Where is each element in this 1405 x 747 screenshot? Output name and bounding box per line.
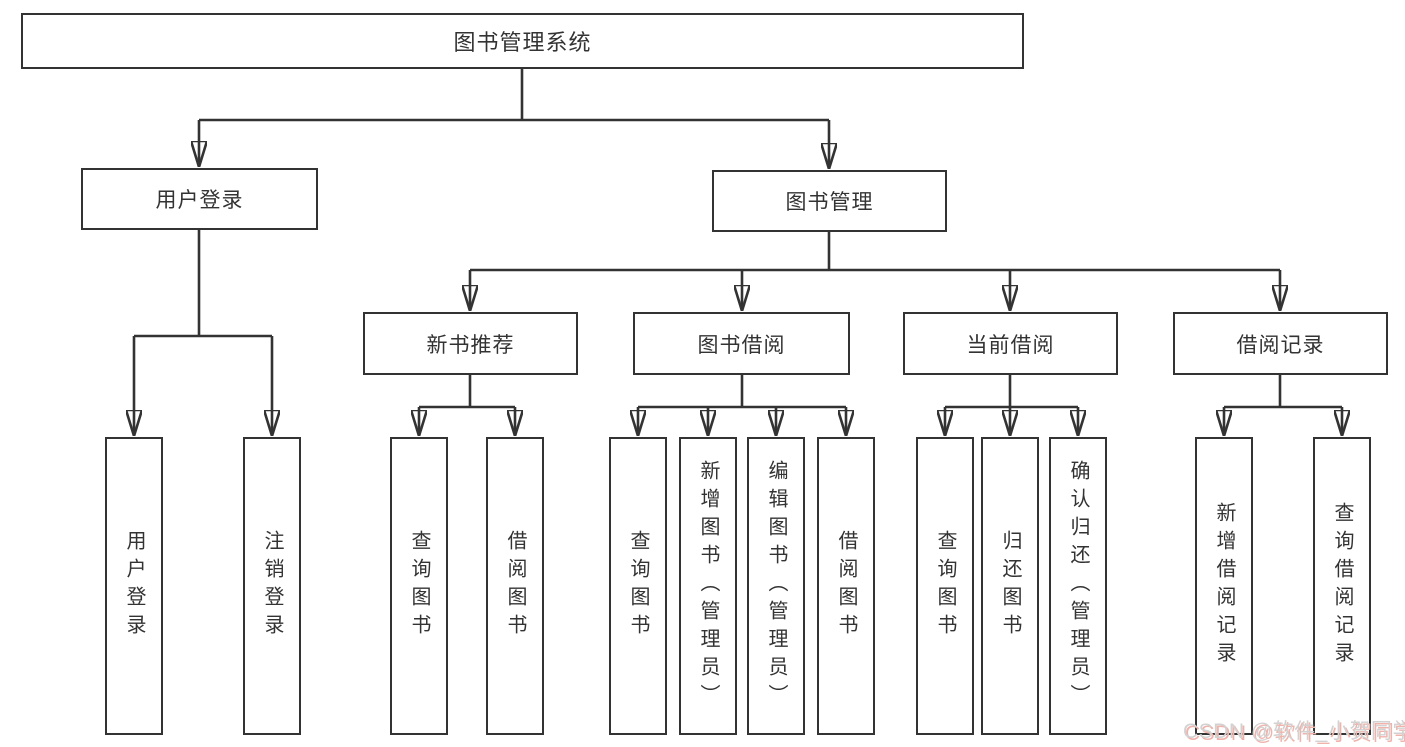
leaf-borrow-books: 借阅图书 bbox=[817, 437, 875, 735]
node-book-management: 图书管理 bbox=[712, 170, 947, 232]
node-label: 用户登录 bbox=[155, 189, 244, 212]
node-label: 借阅图书 bbox=[835, 530, 857, 642]
node-label: 查询图书 bbox=[408, 530, 430, 642]
node-label: 确认归还（管理员） bbox=[1067, 460, 1089, 712]
node-new-book-recommend: 新书推荐 bbox=[363, 312, 578, 375]
node-book-borrow: 图书借阅 bbox=[633, 312, 850, 375]
node-label: 查询借阅记录 bbox=[1331, 502, 1353, 670]
leaf-add-borrow-record: 新增借阅记录 bbox=[1195, 437, 1253, 735]
leaf-return-books: 归还图书 bbox=[981, 437, 1039, 735]
node-library-management-system: 图书管理系统 bbox=[21, 13, 1024, 69]
node-label: 新增图书（管理员） bbox=[697, 460, 719, 712]
leaf-logout: 注销登录 bbox=[243, 437, 301, 735]
leaf-query-books-recommend: 查询图书 bbox=[390, 437, 448, 735]
node-user-login: 用户登录 bbox=[81, 168, 318, 230]
leaf-borrow-books-recommend: 借阅图书 bbox=[486, 437, 544, 735]
node-label: 查询图书 bbox=[627, 530, 649, 642]
node-label: 图书管理 bbox=[785, 191, 874, 214]
node-label: 归还图书 bbox=[999, 530, 1021, 642]
node-label: 新书推荐 bbox=[426, 333, 515, 357]
node-current-borrow: 当前借阅 bbox=[903, 312, 1118, 375]
node-label: 查询图书 bbox=[934, 530, 956, 642]
node-label: 借阅图书 bbox=[504, 530, 526, 642]
node-label: 新增借阅记录 bbox=[1213, 502, 1235, 670]
leaf-user-login: 用户登录 bbox=[105, 437, 163, 735]
node-label: 编辑图书（管理员） bbox=[765, 460, 787, 712]
leaf-confirm-return-admin: 确认归还（管理员） bbox=[1049, 437, 1107, 735]
node-label: 注销登录 bbox=[261, 530, 283, 642]
node-label: 图书借阅 bbox=[697, 333, 786, 357]
node-label: 用户登录 bbox=[123, 530, 145, 642]
leaf-edit-books-admin: 编辑图书（管理员） bbox=[747, 437, 805, 735]
node-borrow-records: 借阅记录 bbox=[1173, 312, 1388, 375]
leaf-add-books-admin: 新增图书（管理员） bbox=[679, 437, 737, 735]
node-label: 借阅记录 bbox=[1236, 333, 1325, 357]
leaf-query-books-borrow: 查询图书 bbox=[609, 437, 667, 735]
leaf-query-books-current: 查询图书 bbox=[916, 437, 974, 735]
node-label: 当前借阅 bbox=[966, 333, 1055, 357]
csdn-watermark: CSDN @软件_小贺同学 bbox=[1183, 720, 1405, 743]
leaf-query-borrow-record: 查询借阅记录 bbox=[1313, 437, 1371, 735]
node-label: 图书管理系统 bbox=[453, 30, 592, 55]
